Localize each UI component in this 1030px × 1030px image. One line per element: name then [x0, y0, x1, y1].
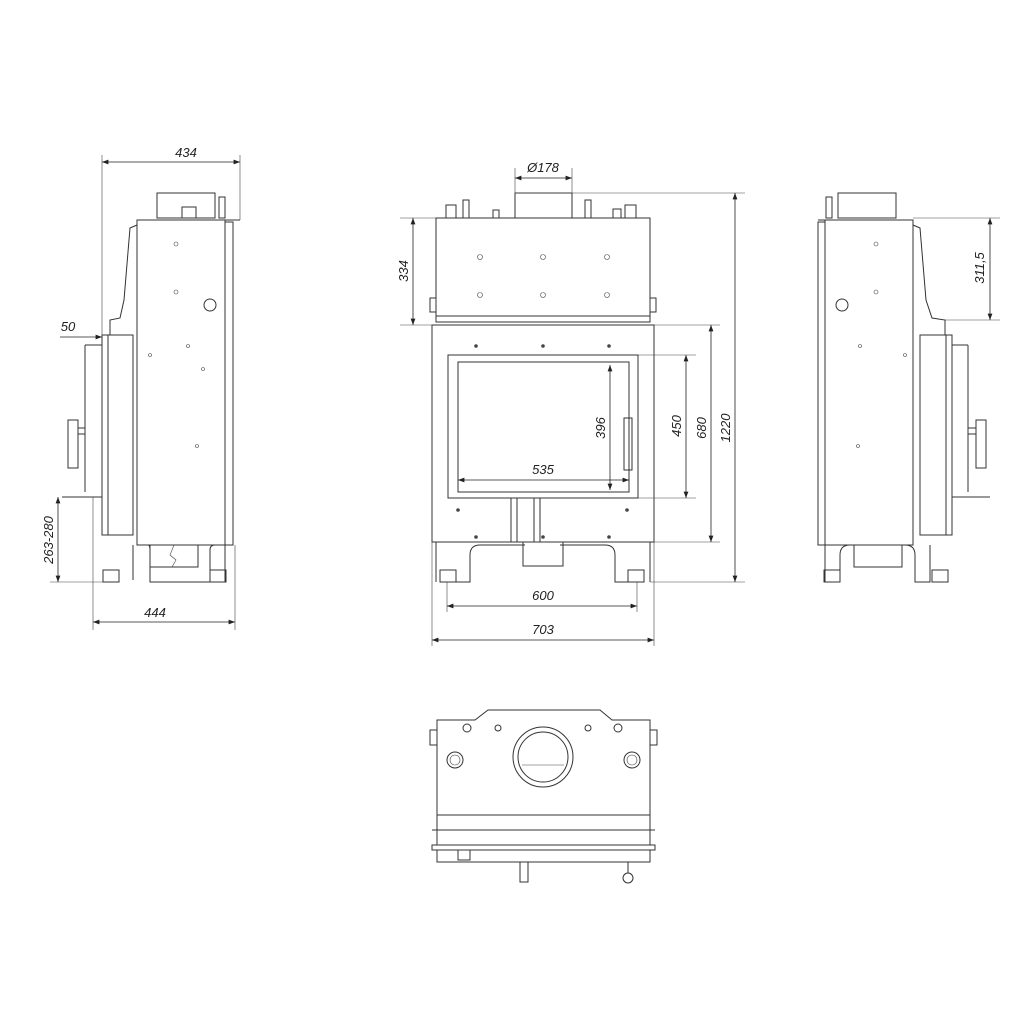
dimension-lines: [50, 155, 1000, 646]
dim-top-section-height: 334: [396, 260, 411, 282]
dim-leg-height: 263-280: [41, 515, 56, 564]
dim-glass-width: 535: [532, 462, 554, 477]
front-view: [429, 192, 657, 583]
dim-side-top-height: 311,5: [972, 251, 987, 283]
dim-total-height: 1220: [718, 413, 733, 443]
dim-flue-diameter: Ø178: [526, 160, 560, 175]
dim-side-depth-top: 434: [175, 145, 197, 160]
top-plan-view: [429, 709, 658, 884]
dim-leg-spacing: 600: [532, 588, 554, 603]
dim-door-opening-height: 450: [669, 414, 684, 436]
dim-side-depth-bottom: 444: [144, 605, 166, 620]
dim-door-offset: 50: [61, 319, 76, 334]
dim-total-width: 703: [532, 622, 554, 637]
dim-front-body-height: 680: [694, 416, 709, 438]
dim-glass-height: 396: [593, 416, 608, 438]
left-side-view: [62, 192, 240, 583]
right-side-view: [817, 192, 990, 583]
